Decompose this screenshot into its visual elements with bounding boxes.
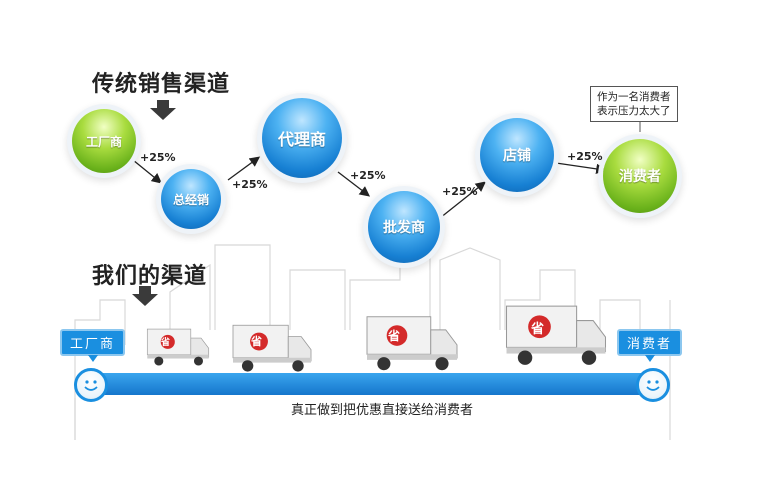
smiley-face-icon — [74, 368, 108, 402]
down-arrow-head-icon — [150, 108, 176, 120]
consumer-tag: 消费者 — [617, 329, 683, 362]
node-agent-label: 代理商 — [277, 130, 326, 149]
truck-badge-label: 省 — [161, 338, 171, 348]
direct-channel-caption: 真正做到把优惠直接送给消费者 — [290, 403, 473, 418]
node-agent: 代理商 — [262, 98, 342, 178]
traditional-channel-title: 传统销售渠道 — [92, 72, 231, 97]
arrow-wholesaler-to-store — [439, 181, 487, 219]
markup-label: +25% — [350, 169, 386, 182]
speech-line-1: 作为一名消费者 — [597, 91, 671, 103]
node-wholesaler: 批发商 — [368, 191, 440, 263]
node-consumer-label: 消费者 — [619, 169, 661, 185]
node-consumer: 消费者 — [603, 139, 677, 213]
node-wholesaler-label: 批发商 — [383, 220, 425, 236]
node-store-label: 店铺 — [503, 148, 531, 164]
arrow-agent-to-wholesaler — [337, 171, 371, 197]
arrow-distributor-to-agent — [227, 156, 261, 181]
down-arrow-head-icon — [132, 294, 158, 306]
node-factory-label: 工厂商 — [85, 134, 122, 149]
delivery-truck-icon: 省 — [229, 322, 315, 378]
smiley-face-icon — [636, 368, 670, 402]
truck-badge-label: 省 — [531, 322, 545, 337]
markup-label: +25% — [442, 185, 478, 198]
factory-tag: 工厂商 — [60, 329, 126, 362]
smiley-face-icon — [84, 380, 98, 391]
arrow-store-to-consumer — [555, 162, 607, 175]
markup-label: +25% — [140, 151, 176, 164]
direct-channel-bar — [92, 373, 652, 395]
smiley-face-icon — [646, 380, 660, 391]
node-factory: 工厂商 — [72, 109, 136, 173]
down-arrow-icon — [157, 100, 169, 108]
node-distributor-label: 总经销 — [172, 192, 209, 207]
delivery-truck-icon: 省 — [146, 326, 210, 372]
node-distributor: 总经销 — [161, 169, 221, 229]
delivery-truck-icon: 省 — [362, 313, 462, 377]
our-channel-title: 我们的渠道 — [92, 264, 208, 289]
delivery-truck-icon: 省 — [502, 302, 610, 372]
truck-badge-label: 省 — [251, 335, 262, 348]
truck-badge-label: 省 — [388, 329, 401, 343]
speech-line-2: 表示压力太大了 — [597, 105, 671, 117]
markup-label: +25% — [567, 150, 603, 163]
markup-label: +25% — [232, 178, 268, 191]
down-arrow-icon — [139, 286, 151, 294]
arrow-factory-to-distributor — [132, 159, 163, 184]
consumer-speech-bubble: 作为一名消费者 表示压力太大了 — [590, 86, 678, 122]
node-store: 店铺 — [480, 118, 554, 192]
